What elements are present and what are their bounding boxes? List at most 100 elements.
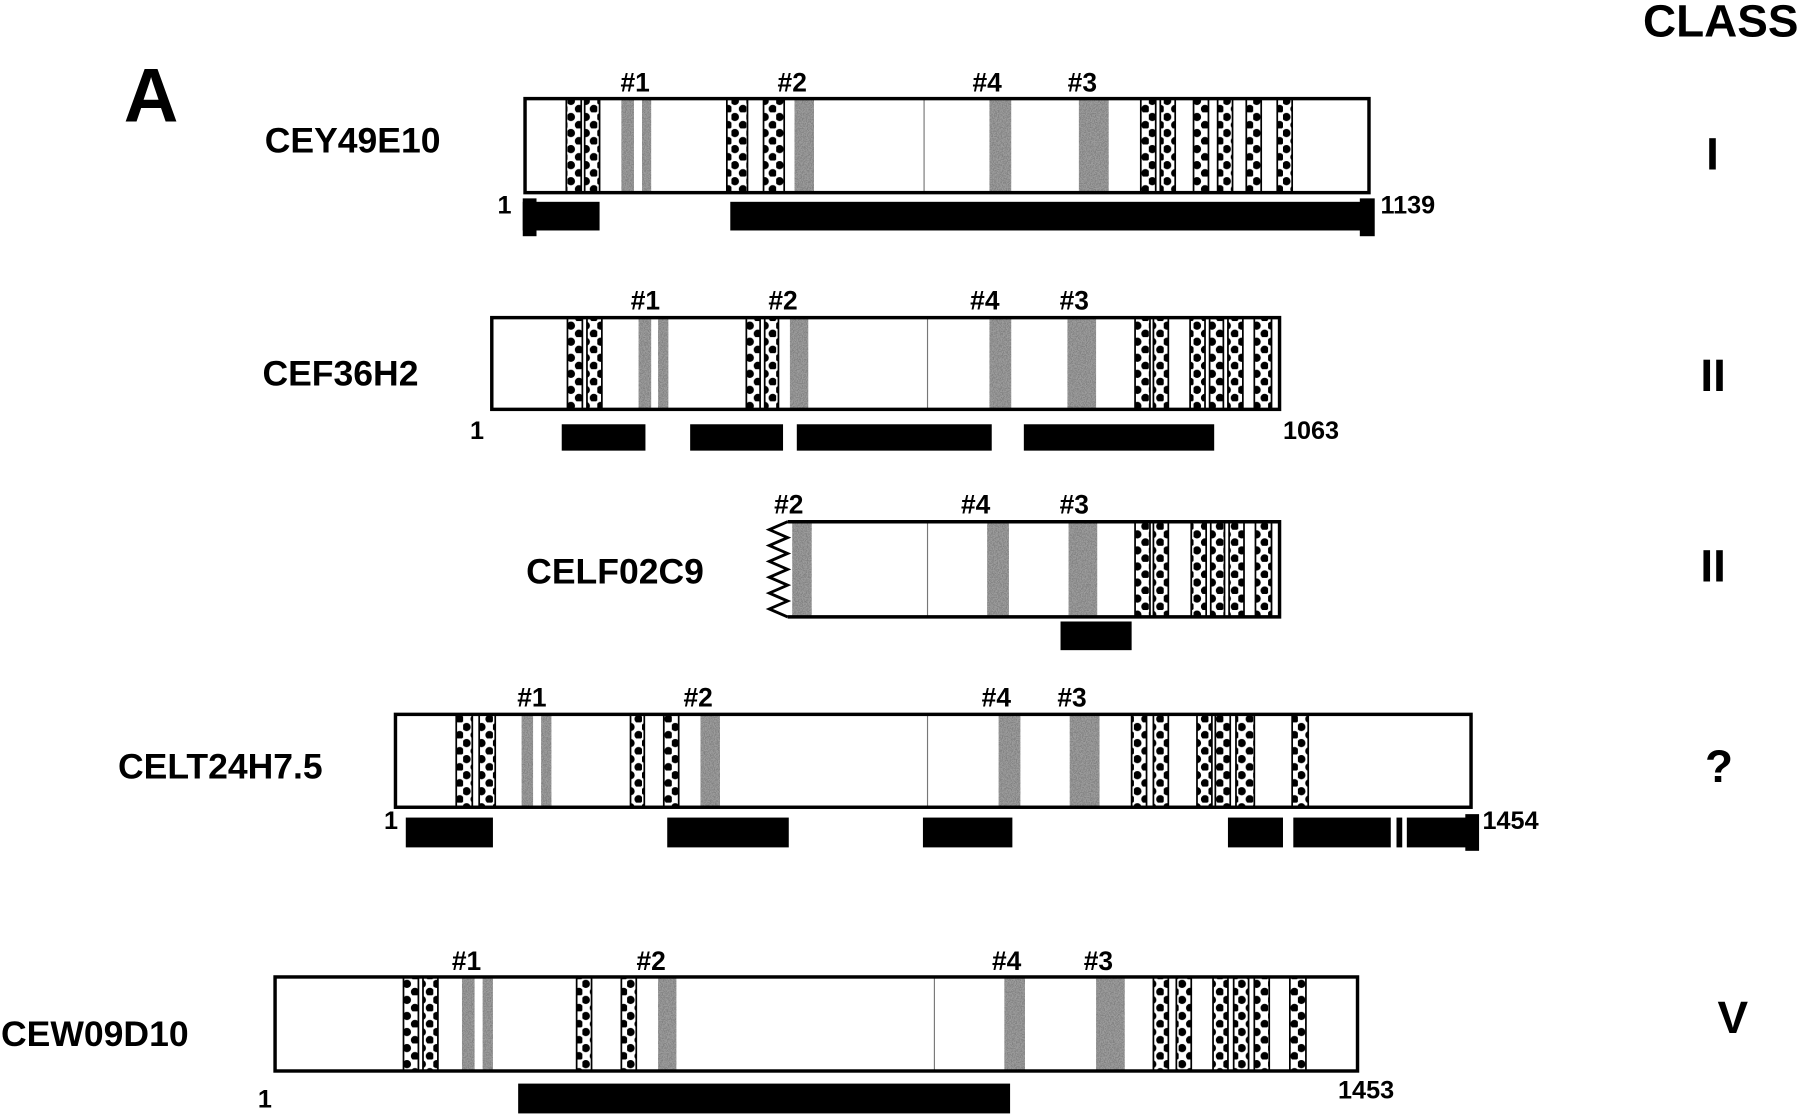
protein-box <box>525 98 1369 193</box>
conserved-motif-stripe <box>1078 98 1109 193</box>
conserved-motif-stripe <box>521 714 534 808</box>
repeat-domain-dotted <box>662 713 680 809</box>
motif-label: #1 <box>631 286 660 316</box>
conserved-motif-stripe <box>794 98 814 193</box>
repeat-domain-dotted <box>1134 316 1151 411</box>
motif-label: #3 <box>1084 946 1113 976</box>
motif-label: #2 <box>774 490 803 520</box>
conserved-motif-stripe <box>987 521 1009 617</box>
coverage-bar <box>1293 817 1391 848</box>
conserved-motif-stripe <box>541 714 552 808</box>
repeat-domain-dotted <box>745 316 761 411</box>
coverage-bar <box>405 817 493 848</box>
repeat-domain-dotted <box>566 316 584 411</box>
conserved-motif-stripe <box>998 714 1021 808</box>
motif-label: #1 <box>620 68 649 98</box>
repeat-domain-dotted <box>1235 713 1256 809</box>
repeat-domain-dotted <box>586 316 603 411</box>
coverage-bar <box>796 424 992 451</box>
start-residue: 1 <box>498 191 512 219</box>
coverage-bar <box>522 201 600 231</box>
repeat-domain-dotted <box>620 976 638 1072</box>
repeat-domain-dotted <box>1152 713 1170 809</box>
motif-label: #4 <box>972 68 1002 98</box>
motif-label: #4 <box>961 490 991 520</box>
repeat-domain-dotted <box>1276 97 1294 194</box>
repeat-domain-dotted <box>1245 97 1263 194</box>
repeat-domain-dotted <box>565 97 583 194</box>
repeat-domain-dotted <box>1291 713 1310 809</box>
coverage-bar <box>561 424 646 451</box>
repeat-domain-dotted <box>1190 520 1208 618</box>
repeat-domain-dotted <box>583 97 601 194</box>
class-label: ? <box>1705 740 1733 792</box>
protein-outline <box>490 315 1282 412</box>
motif-label: #1 <box>517 682 546 712</box>
panel-label: A <box>124 54 179 139</box>
repeat-domain-dotted <box>629 713 646 809</box>
repeat-domain-dotted <box>1232 976 1250 1072</box>
repeat-domain-dotted <box>725 97 749 194</box>
end-residue: 1453 <box>1338 1077 1394 1105</box>
protein-outline <box>273 975 1360 1073</box>
repeat-domain-dotted <box>575 976 593 1072</box>
motif-label: #3 <box>1060 490 1089 520</box>
coverage-bar <box>1023 424 1215 451</box>
protein-name: CEF36H2 <box>262 353 418 393</box>
repeat-domain-dotted <box>1152 316 1170 411</box>
motif-label: #1 <box>452 946 481 976</box>
repeat-domain-dotted <box>1175 976 1193 1072</box>
protein-row: CELF02C9#2#4#3II <box>526 490 1726 651</box>
start-residue: 1 <box>384 807 398 835</box>
coverage-bar <box>1465 814 1480 851</box>
conserved-motif-stripe <box>461 976 475 1071</box>
motif-label: #3 <box>1060 286 1089 316</box>
conserved-motif-stripe <box>1068 521 1098 617</box>
conserved-motif-stripe <box>621 98 634 193</box>
conserved-motif-stripe <box>1067 317 1097 410</box>
motif-label: #2 <box>768 286 797 316</box>
conserved-motif-stripe <box>989 98 1012 193</box>
protein-outline <box>393 712 1473 809</box>
repeat-domain-dotted <box>1152 520 1170 618</box>
repeat-domain-dotted <box>1212 976 1229 1072</box>
repeat-domain-dotted <box>1214 713 1232 809</box>
class-header: CLASS <box>1643 0 1798 47</box>
conserved-motif-stripe <box>642 98 652 193</box>
repeat-domain-dotted <box>1152 976 1170 1072</box>
coverage-bar <box>1396 817 1403 848</box>
coverage-bar <box>730 201 1364 231</box>
end-residue: 1063 <box>1283 417 1339 445</box>
repeat-domain-dotted <box>1159 97 1177 194</box>
coverage-bar <box>690 424 784 451</box>
repeat-domain-dotted <box>1208 316 1225 411</box>
class-label: I <box>1706 128 1719 180</box>
conserved-motif-stripe <box>658 317 669 410</box>
repeat-domain-dotted <box>1253 316 1273 411</box>
motif-label: #2 <box>684 682 713 712</box>
repeat-domain-dotted <box>1139 97 1157 194</box>
repeat-domain-dotted <box>422 976 439 1072</box>
protein-name: CELF02C9 <box>526 552 704 592</box>
motif-label: #2 <box>778 68 807 98</box>
motif-label: #2 <box>637 946 666 976</box>
motif-label: #3 <box>1057 682 1086 712</box>
repeat-domain-dotted <box>1228 520 1245 618</box>
conserved-motif-stripe <box>658 976 677 1071</box>
repeat-domain-dotted <box>1227 316 1244 411</box>
protein-outline <box>523 96 1371 195</box>
coverage-bar <box>922 817 1013 848</box>
protein-outline <box>787 520 1282 619</box>
class-label: II <box>1700 349 1725 401</box>
repeat-domain-dotted <box>1289 976 1307 1072</box>
motif-label: #4 <box>970 286 1000 316</box>
repeat-domain-dotted <box>478 713 497 809</box>
coverage-bar <box>1060 621 1132 651</box>
protein-name: CELT24H7.5 <box>118 747 323 787</box>
repeat-domain-dotted <box>402 976 420 1072</box>
